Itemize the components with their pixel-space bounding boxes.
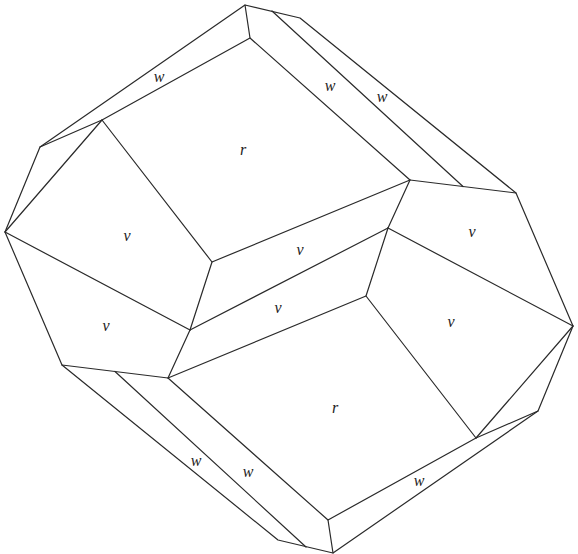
crystal-edge xyxy=(5,5,573,553)
face-letter: v xyxy=(274,300,281,316)
crystal-edge xyxy=(115,372,306,548)
crystal-edge xyxy=(328,520,333,553)
face-letter: w xyxy=(191,453,202,469)
crystal-edge xyxy=(410,180,516,193)
face-letter: w xyxy=(325,78,336,94)
crystal-edge xyxy=(388,180,410,228)
face-letter: w xyxy=(414,473,425,489)
face-letter: v xyxy=(296,242,303,258)
face-letter: v xyxy=(447,314,454,330)
crystal-edge xyxy=(62,365,168,378)
face-letter: v xyxy=(123,228,130,244)
crystal-edge xyxy=(190,262,212,330)
face-letter: w xyxy=(243,464,254,480)
face-letter: r xyxy=(332,400,338,416)
crystal-edge xyxy=(245,5,250,38)
face-letter: w xyxy=(377,89,388,105)
crystal-edge xyxy=(5,120,102,232)
face-letter: v xyxy=(102,318,109,334)
crystal-edge xyxy=(272,11,463,187)
face-letter: v xyxy=(468,224,475,240)
crystal-edge xyxy=(190,228,388,330)
crystal-edge xyxy=(476,326,573,438)
crystal-edge xyxy=(40,120,102,147)
crystal-edge xyxy=(388,228,573,326)
face-letter: r xyxy=(240,142,246,158)
crystal-edge xyxy=(168,330,190,378)
crystal-edge xyxy=(366,228,388,296)
face-letter: w xyxy=(154,69,165,85)
crystal-edge xyxy=(168,296,476,520)
crystal-edge xyxy=(5,232,190,330)
crystal-edge xyxy=(102,38,410,262)
crystal-edge xyxy=(476,411,538,438)
